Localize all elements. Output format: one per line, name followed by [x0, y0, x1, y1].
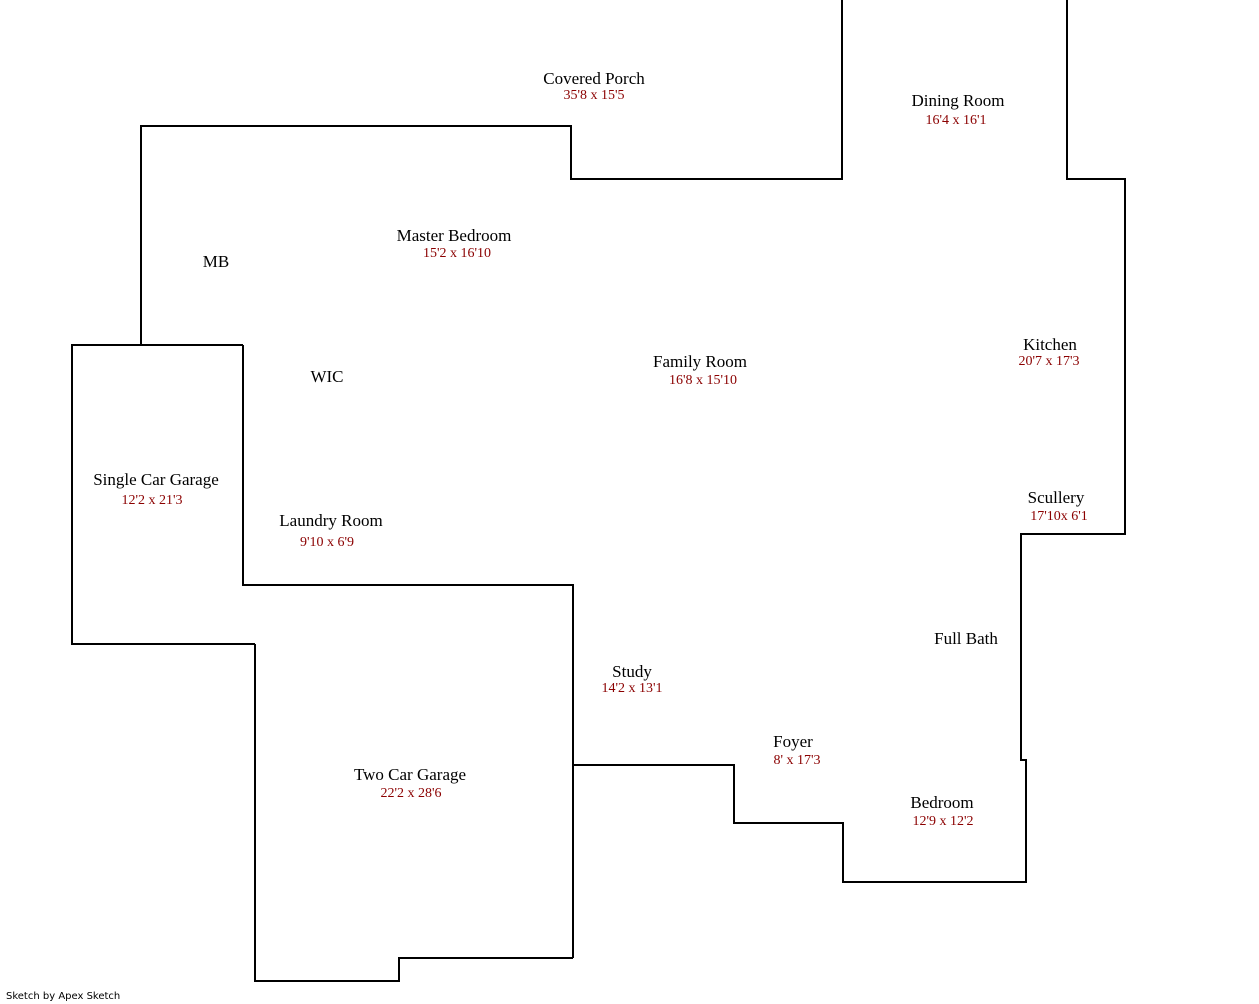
room-name: Full Bath	[934, 629, 998, 648]
room-name: Scullery	[1028, 488, 1085, 507]
room-dimensions: 17'10x 6'1	[1030, 509, 1088, 524]
exterior-wall-single-garage	[71, 344, 255, 645]
room-name: Master Bedroom	[397, 226, 512, 245]
room-covered-porch: Covered Porch 35'8 x 15'5	[543, 69, 645, 103]
room-laundry-room: Laundry Room 9'10 x 6'9	[279, 511, 382, 550]
room-name: Two Car Garage	[354, 765, 466, 784]
room-name: Foyer	[773, 732, 813, 751]
room-single-car-garage: Single Car Garage 12'2 x 21'3	[93, 470, 219, 508]
exterior-wall-two-car-garage	[254, 644, 573, 982]
interior-wall-garage-laundry	[242, 345, 574, 958]
room-bedroom: Bedroom 12'9 x 12'2	[910, 793, 973, 829]
room-dimensions: 22'2 x 28'6	[380, 786, 441, 801]
room-name: Bedroom	[910, 793, 973, 812]
room-name: Study	[612, 662, 652, 681]
room-dimensions: 15'2 x 16'10	[423, 246, 491, 261]
room-dimensions: 12'2 x 21'3	[121, 493, 182, 508]
room-scullery: Scullery 17'10x 6'1	[1028, 488, 1088, 524]
room-study: Study 14'2 x 13'1	[601, 662, 662, 696]
room-mb: MB	[203, 252, 229, 271]
sketch-credit: Sketch by Apex Sketch	[6, 991, 121, 1002]
room-name: Dining Room	[911, 91, 1004, 110]
room-dining-room: Dining Room 16'4 x 16'1	[911, 91, 1004, 128]
room-family-room: Family Room 16'8 x 15'10	[653, 352, 747, 388]
room-master-bedroom: Master Bedroom 15'2 x 16'10	[397, 226, 512, 261]
room-name: Laundry Room	[279, 511, 382, 530]
exterior-wall-main	[140, 0, 843, 345]
room-name: WIC	[310, 367, 343, 386]
room-dimensions: 16'4 x 16'1	[925, 113, 986, 128]
room-full-bath: Full Bath	[934, 629, 998, 648]
room-kitchen: Kitchen 20'7 x 17'3	[1018, 335, 1079, 369]
room-dimensions: 9'10 x 6'9	[300, 535, 354, 550]
room-dimensions: 8' x 17'3	[773, 753, 820, 768]
exterior-wall-east	[573, 0, 1126, 883]
room-name: MB	[203, 252, 229, 271]
room-dimensions: 14'2 x 13'1	[601, 681, 662, 696]
room-foyer: Foyer 8' x 17'3	[773, 732, 820, 768]
room-name: Kitchen	[1023, 335, 1077, 354]
room-name: Family Room	[653, 352, 747, 371]
room-dimensions: 12'9 x 12'2	[912, 814, 973, 829]
room-dimensions: 20'7 x 17'3	[1018, 354, 1079, 369]
room-name: Covered Porch	[543, 69, 645, 88]
room-two-car-garage: Two Car Garage 22'2 x 28'6	[354, 765, 466, 801]
room-dimensions: 16'8 x 15'10	[669, 373, 737, 388]
room-name: Single Car Garage	[93, 470, 219, 489]
room-dimensions: 35'8 x 15'5	[563, 88, 624, 103]
room-wic: WIC	[310, 367, 343, 386]
